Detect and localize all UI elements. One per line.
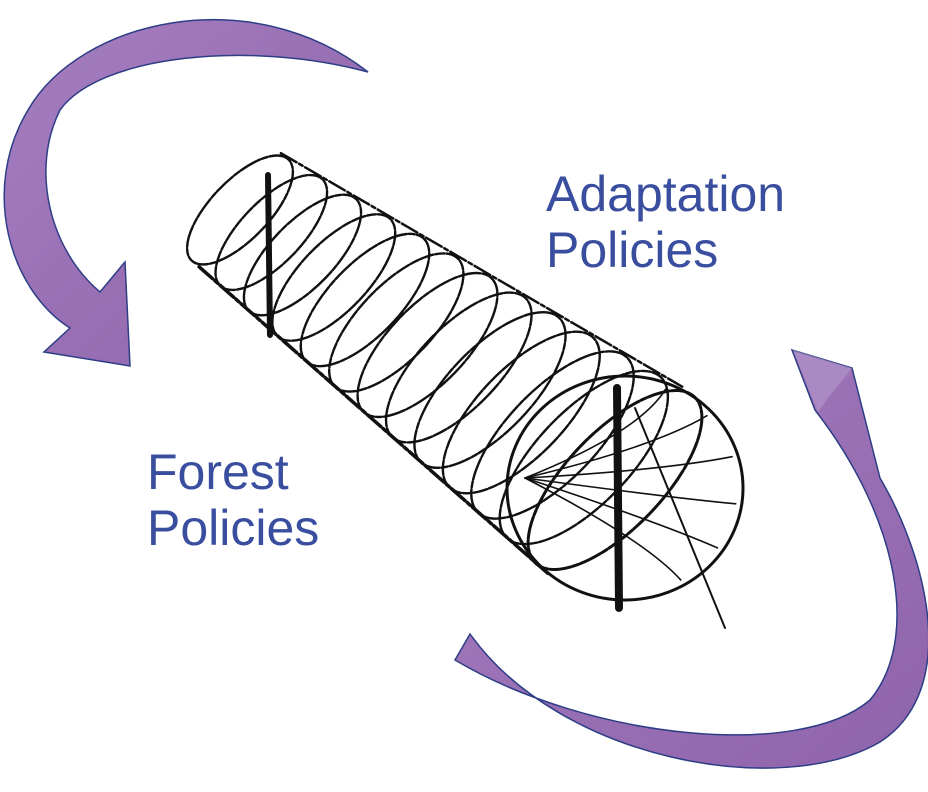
inner-wire-strand	[524, 477, 737, 505]
forest-label-line2: Policies	[147, 500, 320, 556]
curved-arrow-bottom-right-icon	[453, 348, 928, 769]
tube-front-ring	[505, 374, 745, 602]
adaptation-label-line1: Adaptation	[546, 166, 786, 222]
forest-label-line1: Forest	[147, 444, 289, 500]
wire-coil	[185, 154, 295, 266]
front-support-bar	[613, 384, 623, 612]
inner-wire-strand	[524, 477, 719, 549]
coiled-wire-tube-illustration	[185, 151, 745, 629]
curved-arrow-top-left-icon	[3, 19, 369, 367]
inner-wire-strand	[524, 477, 682, 581]
forest-policies-label: Forest Policies	[147, 444, 319, 556]
inner-wire-strand	[524, 414, 708, 479]
wire-rail	[279, 151, 684, 388]
inner-wire-strand	[524, 455, 733, 479]
adaptation-label-line2: Policies	[546, 222, 719, 278]
inner-wire-strand	[524, 388, 667, 479]
back-support-bar	[265, 172, 273, 338]
wire-rail	[197, 265, 550, 576]
trailing-wire	[634, 407, 726, 629]
adaptation-policies-label: Adaptation Policies	[546, 166, 785, 278]
